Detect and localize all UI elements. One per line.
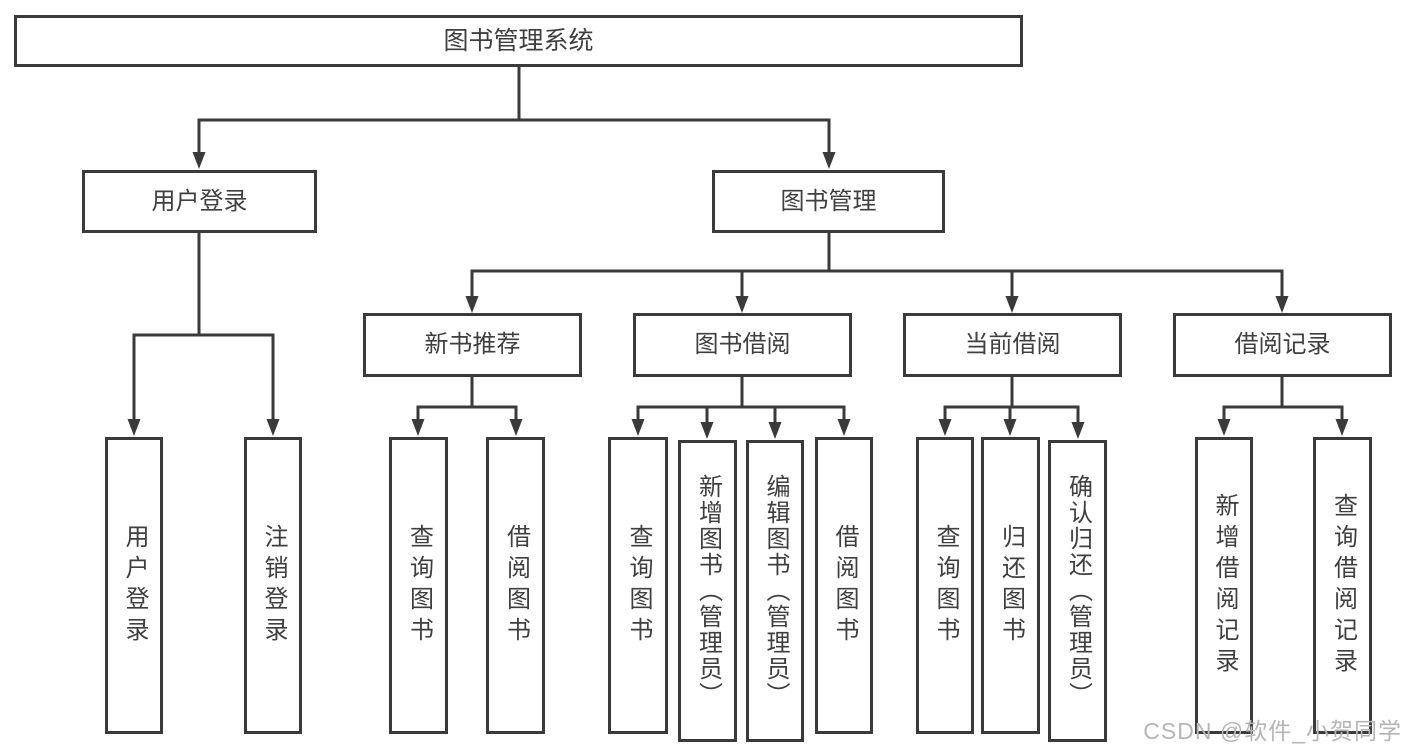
arrowhead	[465, 296, 479, 313]
arrowhead	[631, 419, 645, 436]
node-borrowing-record: 借阅记录	[1173, 313, 1392, 377]
connector-line	[1222, 405, 1344, 421]
leaf-nbr-query-book: 查询图书	[389, 437, 448, 734]
arrowhead	[411, 419, 425, 436]
arrowhead	[1335, 419, 1349, 436]
leaf-user-login: 用户登录	[105, 437, 163, 734]
edge-book-mgmt-to-level3	[465, 233, 1289, 313]
connector-line	[636, 405, 846, 421]
leaf-bb-query-book: 查询图书	[608, 437, 668, 734]
connector-line	[470, 269, 1284, 298]
node-user-login: 用户登录	[82, 170, 317, 233]
node-book-management: 图书管理	[712, 170, 945, 233]
node-root-system: 图书管理系统	[14, 15, 1023, 67]
leaf-bb-edit-book-admin: 编辑图书（管理员）	[746, 440, 804, 742]
node-book-borrowing: 图书借阅	[633, 313, 852, 377]
leaf-br-query-record: 查询借阅记录	[1313, 437, 1372, 734]
leaf-logout: 注销登录	[244, 437, 302, 734]
arrowhead	[700, 422, 714, 439]
edge-current-borrow-branch	[938, 377, 1085, 439]
leaf-nbr-borrow-book: 借阅图书	[486, 437, 545, 734]
edge-borrow-record-branch	[1217, 377, 1349, 436]
arrowhead	[837, 419, 851, 436]
leaf-br-add-record: 新增借阅记录	[1195, 437, 1253, 734]
arrowhead	[1275, 296, 1289, 313]
arrowhead	[768, 422, 782, 439]
edge-new-book-branch	[411, 377, 523, 436]
arrowhead	[1005, 296, 1019, 313]
arrowhead	[822, 152, 836, 169]
arrowhead	[1071, 422, 1085, 439]
edge-user-login-branch	[127, 233, 280, 436]
node-current-borrowing: 当前借阅	[903, 313, 1122, 377]
connector-line	[416, 405, 518, 421]
arrowhead	[127, 419, 141, 436]
csdn-watermark: CSDN @软件_小贺同学	[1143, 718, 1402, 744]
arrowhead	[509, 419, 523, 436]
arrowhead	[938, 419, 952, 436]
leaf-bb-borrow-book: 借阅图书	[815, 437, 873, 734]
arrowhead	[735, 296, 749, 313]
node-new-book-recommend: 新书推荐	[363, 313, 582, 377]
leaf-bb-add-book-admin: 新增图书（管理员）	[678, 440, 737, 742]
leaf-cb-confirm-return-admin: 确认归还（管理员）	[1048, 440, 1107, 742]
arrowhead	[1217, 419, 1231, 436]
leaf-cb-query-book: 查询图书	[916, 437, 974, 734]
arrowhead	[266, 419, 280, 436]
edge-book-borrow-branch	[631, 377, 851, 439]
arrowhead	[192, 152, 206, 169]
connector-line	[197, 118, 831, 153]
connector-line	[132, 333, 275, 421]
leaf-cb-return-book: 归还图书	[981, 437, 1040, 734]
arrowhead	[1003, 419, 1017, 436]
edge-root-to-level2	[192, 66, 836, 169]
